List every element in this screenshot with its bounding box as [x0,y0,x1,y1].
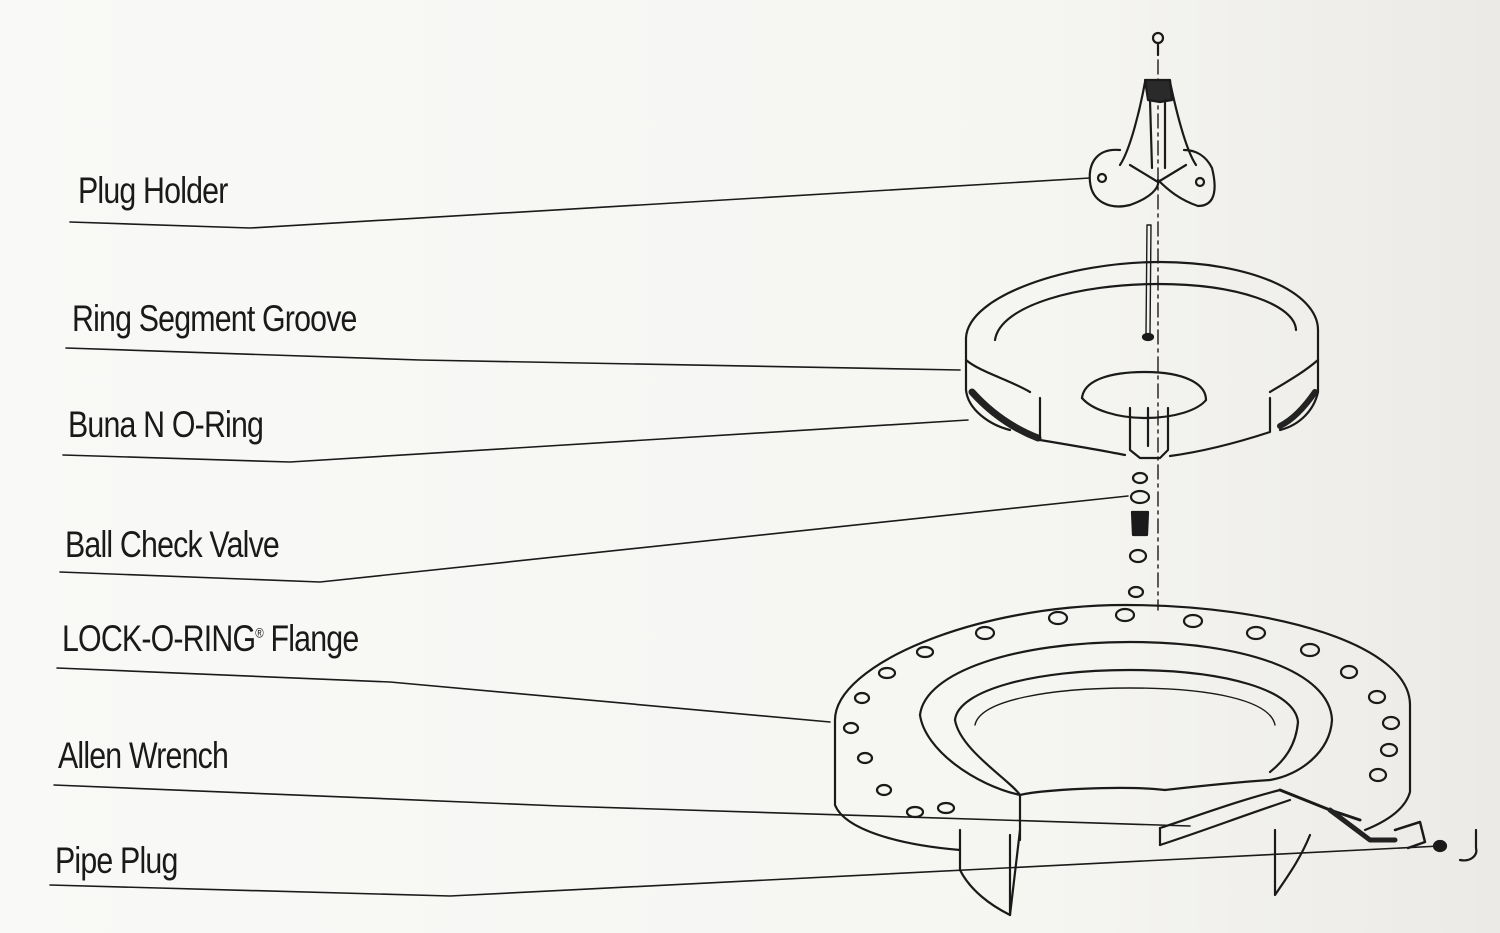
label-plug-holder: Plug Holder [78,170,228,211]
leader-buna-n-o-ring [62,419,969,463]
label-ball-check-valve: Ball Check Valve [65,524,280,565]
leader-lines [49,177,1441,897]
leader-plug-holder [69,177,1091,229]
leader-pipe-plug [49,845,1441,897]
leader-ring-segment-groove [65,347,961,371]
top-screw [1151,31,1165,57]
leader-ball-check-valve [59,495,1129,583]
label-lock-o-ring-flange-name: LOCK-O-RING [62,618,256,659]
flange-bolt-holes [842,607,1401,819]
label-pipe-plug: Pipe Plug [55,840,178,881]
plug-holder-part [1088,78,1216,208]
flange-part [833,603,1427,917]
leader-allen-wrench [53,784,1191,827]
label-lock-o-ring-flange: LOCK-O-RING® Flange [62,618,360,660]
leader-lock-o-ring-flange [56,667,831,723]
ring-segment-part [964,260,1320,460]
ball-check-valve-part [1127,471,1151,599]
label-ring-segment-groove: Ring Segment Groove [72,298,357,339]
pipe-plug-part [1432,828,1478,862]
label-allen-wrench: Allen Wrench [58,735,229,776]
label-buna-n-o-ring: Buna N O-Ring [68,404,264,445]
registered-mark: ® [255,624,263,641]
label-lock-o-ring-flange-suffix: Flange [262,618,360,659]
guide-pin [1141,224,1155,342]
